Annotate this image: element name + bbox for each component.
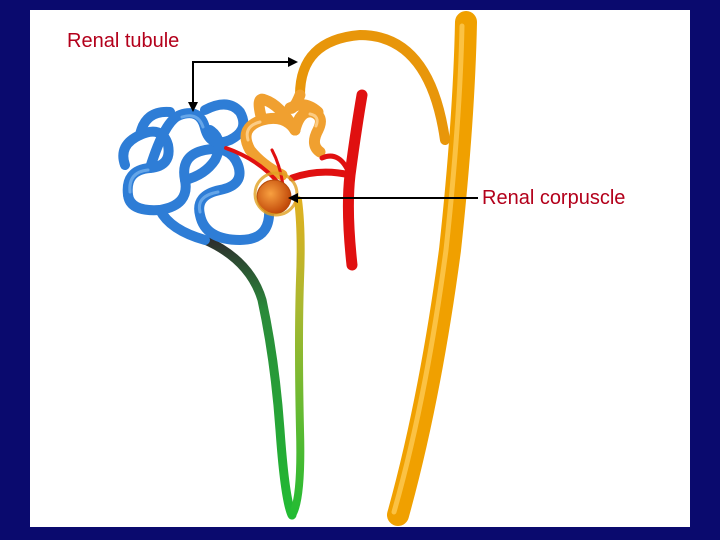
- proximal-tubule-highlights: [245, 112, 319, 142]
- renal-corpuscle-arrowhead: [288, 193, 298, 203]
- renal-corpuscle-label: Renal corpuscle: [482, 187, 626, 209]
- renal-tubule-pointer: [192, 61, 290, 104]
- renal-tubule-label: Renal tubule: [67, 30, 180, 52]
- distal-tubule-highlights: [128, 114, 220, 214]
- renal-tubule-arrowhead-down: [188, 102, 198, 112]
- distal-convoluted-tubule: [118, 99, 275, 245]
- collecting-duct-highlight: [391, 23, 465, 515]
- collecting-duct: [387, 11, 477, 526]
- connecting-tubule: [295, 29, 450, 145]
- descending-limb: [200, 235, 297, 520]
- ascending-limb: [288, 196, 305, 519]
- renal-tubule-arrowhead-right: [288, 57, 298, 67]
